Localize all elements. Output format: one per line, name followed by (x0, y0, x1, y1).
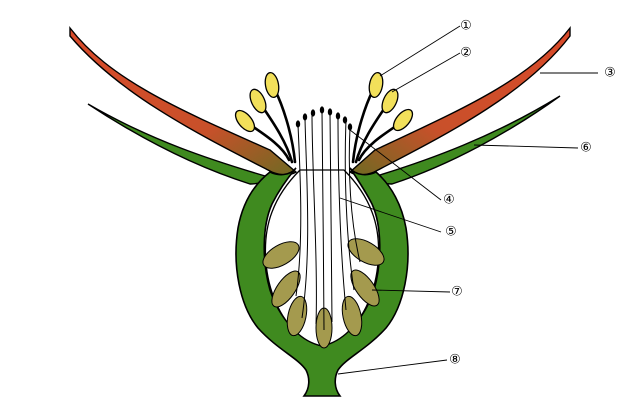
leader-line-8 (338, 360, 447, 374)
stigma (336, 112, 340, 119)
stigma (296, 120, 300, 127)
anther (367, 72, 384, 99)
label-7: ⑦ (451, 285, 463, 300)
label-2: ② (460, 46, 472, 61)
label-1: ① (460, 19, 472, 34)
anther (232, 107, 258, 135)
label-5: ⑤ (445, 225, 457, 240)
label-8: ⑧ (449, 353, 461, 368)
stigma (343, 116, 347, 123)
stigma (348, 123, 352, 130)
label-3: ③ (604, 66, 616, 81)
label-4: ④ (443, 193, 455, 208)
stigma (320, 106, 324, 113)
anther (390, 106, 416, 134)
leader-line-2 (392, 53, 460, 92)
label-6: ⑥ (580, 141, 592, 156)
stigma (303, 113, 307, 120)
anther (263, 72, 280, 99)
leader-line-1 (380, 26, 460, 76)
stigma (328, 108, 332, 115)
stigma (311, 109, 315, 116)
leader-line-6 (474, 145, 578, 148)
stigmas (296, 106, 352, 130)
anthers (232, 72, 416, 135)
